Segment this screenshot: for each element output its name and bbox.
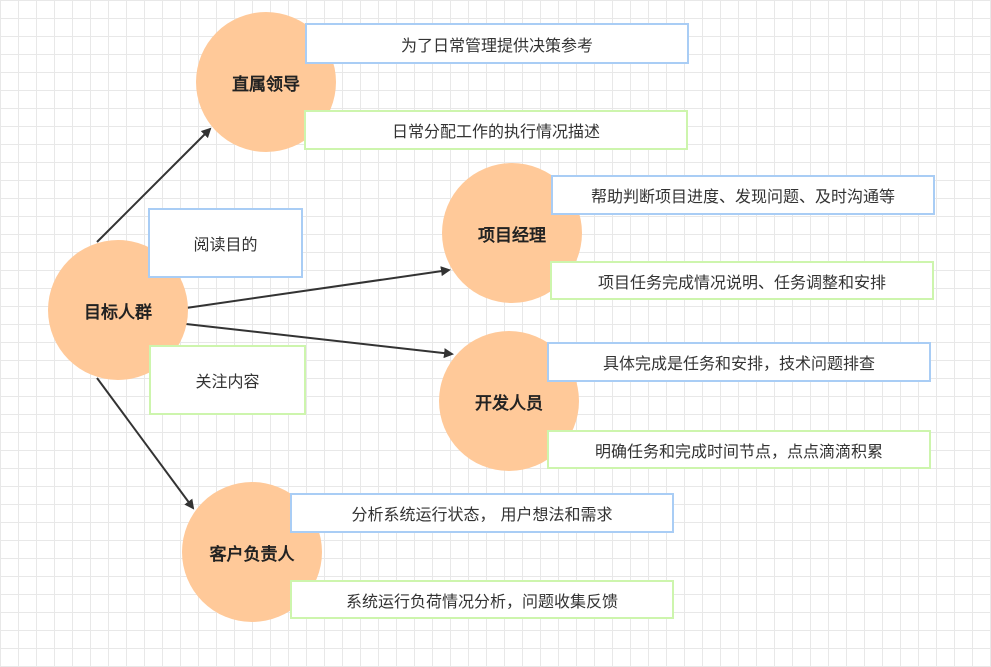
note-client-focus-text: 系统运行负荷情况分析，问题收集反馈 — [345, 591, 618, 611]
note-client-purpose-text: 分析系统运行状态， 用户想法和需求 — [351, 505, 613, 524]
note-leader-focus-text: 日常分配工作的执行情况描述 — [391, 122, 600, 141]
arrow-to-pm — [185, 266, 451, 309]
note-pm-focus-text: 项目任务完成情况说明、任务调整和安排 — [597, 272, 886, 292]
node-direct-leader-label: 直属领导 — [232, 74, 300, 95]
arrow-to-client — [96, 377, 195, 510]
label-reading-purpose-text: 阅读目的 — [193, 235, 258, 254]
note-dev-focus[interactable]: 明确任务和完成时间节点，点点滴滴积累 — [547, 430, 931, 469]
note-leader-focus[interactable]: 日常分配工作的执行情况描述 — [304, 110, 688, 150]
note-dev-purpose[interactable]: 具体完成是任务和安排，技术问题排查 — [547, 342, 931, 382]
node-project-manager-label: 项目经理 — [478, 225, 546, 246]
note-leader-purpose[interactable]: 为了日常管理提供决策参考 — [305, 23, 689, 64]
note-client-focus[interactable]: 系统运行负荷情况分析，问题收集反馈 — [290, 580, 674, 619]
note-pm-purpose-text: 帮助判断项目进度、发现问题、及时沟通等 — [590, 187, 895, 206]
node-developers-label: 开发人员 — [475, 393, 543, 414]
arrow-to-dev — [185, 323, 454, 359]
node-target-audience-label: 目标人群 — [84, 302, 152, 323]
note-pm-purpose[interactable]: 帮助判断项目进度、发现问题、及时沟通等 — [551, 175, 935, 215]
label-focus-content[interactable]: 关注内容 — [149, 345, 306, 415]
note-pm-focus[interactable]: 项目任务完成情况说明、任务调整和安排 — [550, 261, 934, 300]
note-leader-purpose-text: 为了日常管理提供决策参考 — [400, 35, 593, 55]
note-dev-purpose-text: 具体完成是任务和安排，技术问题排查 — [602, 354, 875, 373]
note-client-purpose[interactable]: 分析系统运行状态， 用户想法和需求 — [290, 493, 674, 533]
node-client-lead-label: 客户负责人 — [209, 544, 295, 565]
arrow-to-leader — [96, 127, 212, 243]
label-reading-purpose[interactable]: 阅读目的 — [148, 208, 303, 278]
note-dev-focus-text: 明确任务和完成时间节点，点点滴滴积累 — [594, 441, 883, 461]
label-focus-content-text: 关注内容 — [195, 372, 260, 391]
